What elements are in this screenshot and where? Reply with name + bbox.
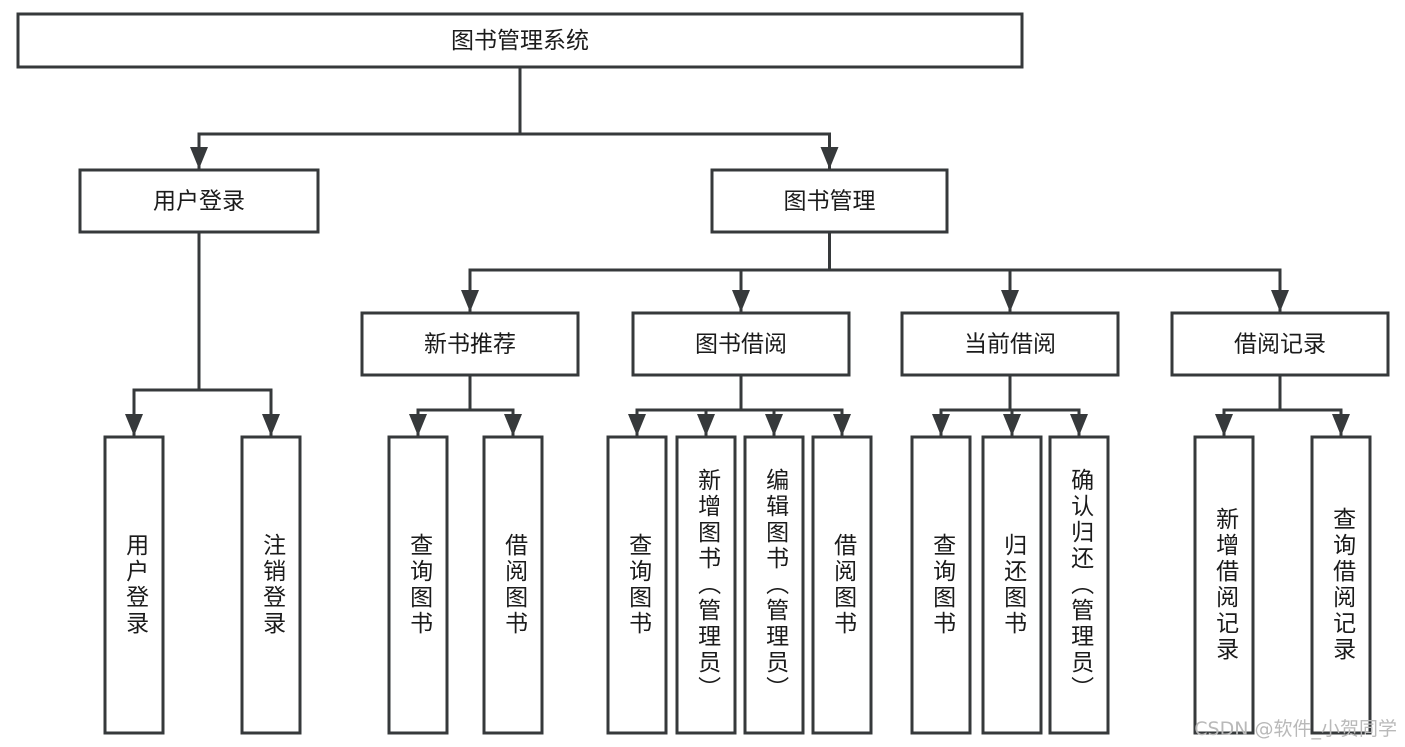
arrow-head-icon <box>765 414 783 436</box>
node-current-borrow[interactable]: 当前借阅 <box>900 311 1120 377</box>
node-leaf-borrow-book-rec[interactable] <box>482 435 544 735</box>
arrow-head-icon <box>461 290 479 312</box>
node-leaf-add-record[interactable] <box>1193 435 1255 735</box>
arrow-head-icon <box>1001 290 1019 312</box>
node-label: 借阅记录 <box>1234 332 1326 358</box>
node-leaf-query-record[interactable] <box>1310 435 1372 735</box>
edges-layer <box>125 65 1350 438</box>
node-box <box>811 435 873 735</box>
node-leaf-edit-book[interactable] <box>743 435 805 735</box>
node-box <box>103 435 165 735</box>
arrow-head-icon <box>732 290 750 312</box>
node-label: 图书借阅 <box>695 332 787 358</box>
node-book-manage[interactable]: 图书管理 <box>710 168 949 234</box>
arrow-head-icon <box>504 414 522 436</box>
node-box <box>482 435 544 735</box>
node-box <box>240 435 302 735</box>
node-user-login[interactable]: 用户登录 <box>78 168 320 234</box>
arrow-head-icon <box>1215 414 1233 436</box>
arrow-head-icon <box>932 414 950 436</box>
arrow-head-icon <box>1332 414 1350 436</box>
node-box <box>16 12 1024 69</box>
node-box <box>1048 435 1110 735</box>
arrow-head-icon <box>409 414 427 436</box>
arrow-head-icon <box>1070 414 1088 436</box>
node-leaf-query-book-cur[interactable] <box>910 435 972 735</box>
arrow-head-icon <box>1003 414 1021 436</box>
node-leaf-confirm-return[interactable] <box>1048 435 1110 735</box>
node-box <box>743 435 805 735</box>
node-leaf-user-login[interactable] <box>103 435 165 735</box>
node-book-borrow[interactable]: 图书借阅 <box>631 311 851 377</box>
node-leaf-add-book[interactable] <box>675 435 737 735</box>
arrow-head-icon <box>820 147 839 169</box>
node-leaf-logout[interactable] <box>240 435 302 735</box>
node-new-book-rec[interactable]: 新书推荐 <box>360 311 580 377</box>
node-leaf-query-book-borrow[interactable] <box>606 435 668 735</box>
node-box <box>710 168 949 234</box>
node-leaf-query-book-rec[interactable] <box>387 435 449 735</box>
node-box <box>1170 311 1390 377</box>
arrow-head-icon <box>190 147 208 169</box>
node-label: 图书管理 <box>784 189 876 215</box>
node-box <box>631 311 851 377</box>
node-box <box>78 168 320 234</box>
node-borrow-record[interactable]: 借阅记录 <box>1170 311 1390 377</box>
node-box <box>981 435 1043 735</box>
node-root[interactable]: 图书管理系统 <box>16 12 1024 69</box>
node-leaf-borrow-book[interactable] <box>811 435 873 735</box>
arrow-head-icon <box>262 414 280 436</box>
node-label: 新书推荐 <box>424 332 516 358</box>
arrow-head-icon <box>125 414 143 436</box>
node-box <box>675 435 737 735</box>
node-box <box>606 435 668 735</box>
node-label: 图书管理系统 <box>451 28 589 54</box>
node-label: 用户登录 <box>153 189 245 215</box>
node-leaf-return-book[interactable] <box>981 435 1043 735</box>
node-box <box>1310 435 1372 735</box>
node-box <box>360 311 580 377</box>
csdn-watermark: CSDN @软件_小贺同学 <box>1194 718 1397 740</box>
node-box <box>387 435 449 735</box>
node-box <box>910 435 972 735</box>
arrow-head-icon <box>1271 290 1289 312</box>
node-box <box>1193 435 1255 735</box>
arrow-head-icon <box>697 414 715 436</box>
arrow-head-icon <box>833 414 851 436</box>
node-box <box>900 311 1120 377</box>
arrow-head-icon <box>628 414 646 436</box>
node-label: 当前借阅 <box>964 332 1056 358</box>
